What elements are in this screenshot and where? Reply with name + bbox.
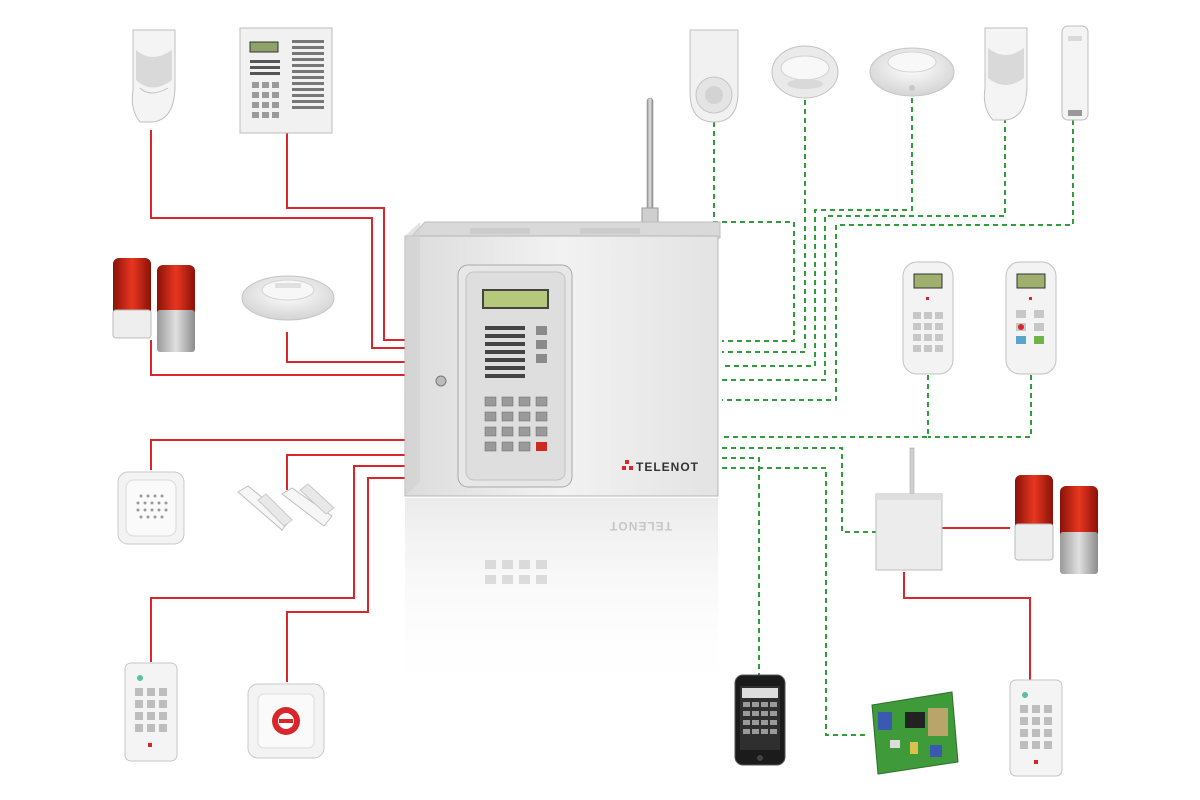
motion-detector-icon [983,27,1028,121]
wire-motion-top-left [150,130,410,349]
radio-smoke-2 [722,98,913,367]
keypad-icon [124,662,178,762]
radio-handheld-transmitter [722,120,1074,401]
wire-control-keypad [286,132,410,341]
central-alarm-panel: TELENOT TELENOT [404,97,721,698]
radio-motion-right [722,118,1006,381]
wire-keypad-bottom-left [150,465,410,662]
radio-handheld-keypads [722,375,929,438]
motion-detector-icon [131,29,176,123]
brand-reflection: TELENOT [609,519,672,533]
radio-smartphone [722,457,760,675]
radio-handheld-keypad-2 [928,375,1032,438]
telenot-logo: TELENOT [622,460,699,474]
speaker-icon [117,471,185,545]
wire-receiver-keypad [903,572,1031,680]
panic-button-icon [247,683,325,759]
wire-emergency-button [286,477,410,682]
smoke-detector-icon [869,47,955,97]
wireless-connections [713,98,1074,736]
wired-connections [150,130,1031,682]
wire-speaker [150,439,410,470]
circuit-board-icon [871,691,959,775]
radio-module-icon [875,447,943,571]
wire-magnetic-contacts [286,454,410,490]
lock-icon [435,375,447,387]
wire-smoke-left [286,332,410,363]
wire-signal-lamps-left [150,340,410,376]
smartphone-icon [734,674,786,766]
radio-motion-round [713,122,795,342]
smoke-detector-wireless-icon [771,45,839,99]
signal-lamp-icon [112,258,195,352]
smoke-detector-icon [241,275,335,321]
remote-icon [1061,25,1089,121]
keypad-icon [1009,679,1063,777]
handheld-keypad-icon [1005,261,1057,375]
radio-receiver [722,447,876,533]
panel-display [482,289,549,309]
radio-comm-board [722,467,868,736]
brand-name: TELENOT [636,460,699,474]
signal-lamp-icon [1014,475,1098,574]
radio-smoke-1 [722,100,806,353]
handheld-keypad-icon [902,261,954,375]
magnetic-contact-icon [237,483,335,531]
motion-detector-round-icon [689,29,739,123]
control-keypad-icon [239,27,333,134]
